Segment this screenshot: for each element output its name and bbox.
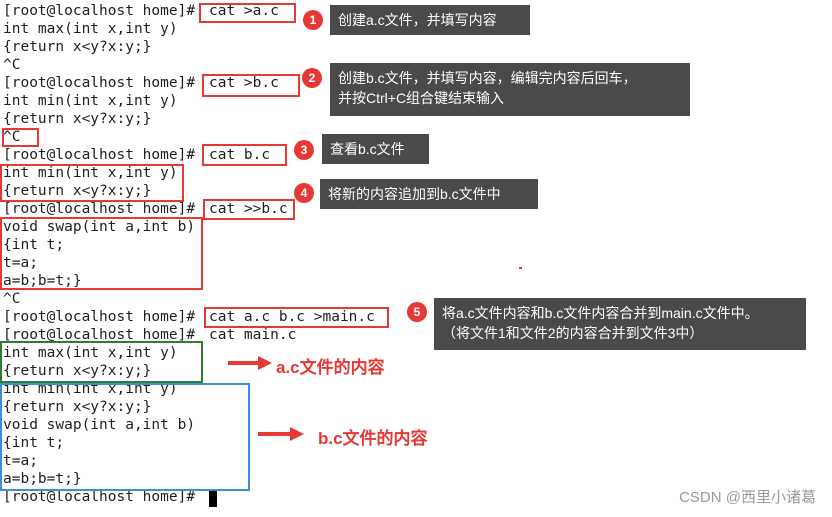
callout-step-1: 创建a.c文件，并填写内容	[330, 5, 530, 35]
output-line: int min(int x,int y)	[3, 165, 178, 181]
callout-step-3: 查看b.c文件	[322, 134, 429, 164]
output-line: {return x<y?x:y;}	[3, 111, 152, 127]
prompt: [root@localhost home]#	[3, 75, 196, 91]
output-line: int min(int x,int y)	[3, 93, 178, 109]
callout-step-4: 将新的内容追加到b.c文件中	[320, 179, 538, 209]
step-badge-2: 2	[302, 68, 322, 88]
callout-text: 将新的内容追加到b.c文件中	[328, 186, 501, 202]
output-line: a=b;b=t;}	[3, 471, 82, 487]
output-line: t=a;	[3, 255, 38, 271]
callout-text: 并按Ctrl+C组合键结束输入	[338, 90, 505, 106]
highlight-box-cmd-1	[199, 3, 296, 23]
watermark: CSDN @西里小诸葛	[679, 489, 816, 506]
output-line: {return x<y?x:y;}	[3, 363, 152, 379]
output-line: ^C	[3, 129, 21, 145]
output-line: {return x<y?x:y;}	[3, 183, 152, 199]
callout-text: 将a.c文件内容和b.c文件内容合并到main.c文件中。	[442, 305, 759, 321]
command-text: cat a.c b.c >main.c	[209, 309, 375, 325]
prompt: [root@localhost home]#	[3, 201, 196, 217]
highlight-box-cmd-3	[202, 144, 287, 166]
callout-step-5: 将a.c文件内容和b.c文件内容合并到main.c文件中。 （将文件1和文件2的…	[434, 298, 806, 350]
highlight-box-bc-merged	[0, 383, 250, 491]
output-line: {int t;	[3, 237, 65, 253]
highlight-box-cmd-2	[202, 74, 300, 97]
output-line: ^C	[3, 57, 21, 73]
arrow-right-icon	[228, 356, 272, 370]
command-text: cat main.c	[209, 327, 297, 343]
command-text: cat b.c	[209, 147, 271, 163]
output-line: void swap(int a,int b)	[3, 219, 196, 235]
prompt: [root@localhost home]#	[3, 309, 196, 325]
highlight-box-cmd-5	[204, 307, 389, 328]
bc-content-label: b.c文件的内容	[318, 429, 428, 448]
output-line: int max(int x,int y)	[3, 21, 178, 37]
output-line: {return x<y?x:y;}	[3, 399, 152, 415]
arrow-right-icon	[258, 427, 304, 441]
stray-mark	[519, 267, 522, 269]
highlight-box-appended	[0, 217, 203, 290]
callout-text: 创建a.c文件，并填写内容	[338, 12, 497, 28]
prompt: [root@localhost home]#	[3, 489, 196, 505]
output-line: int min(int x,int y)	[3, 381, 178, 397]
step-badge-4: 4	[294, 183, 314, 203]
prompt: [root@localhost home]#	[3, 3, 196, 19]
output-line: int max(int x,int y)	[3, 345, 178, 361]
output-line: void swap(int a,int b)	[3, 417, 196, 433]
output-line: {return x<y?x:y;}	[3, 39, 152, 55]
output-line: {int t;	[3, 435, 65, 451]
highlight-box-bc-content	[0, 164, 184, 202]
output-line: ^C	[3, 291, 21, 307]
output-line: a=b;b=t;}	[3, 273, 82, 289]
ac-content-label: a.c文件的内容	[276, 358, 385, 377]
highlight-box-cmd-4	[203, 199, 295, 220]
terminal-cursor	[209, 491, 217, 507]
highlight-box-ctrl-c	[2, 128, 39, 147]
callout-text: 创建b.c文件，并填写内容，编辑完内容后回车，	[338, 70, 637, 86]
step-badge-1: 1	[303, 10, 323, 30]
callout-text: 查看b.c文件	[330, 141, 405, 157]
output-line: t=a;	[3, 453, 38, 469]
command-text: cat >>b.c	[209, 201, 288, 217]
step-badge-3: 3	[294, 140, 314, 160]
callout-text: （将文件1和文件2的内容合并到文件3中）	[442, 325, 704, 341]
callout-step-2: 创建b.c文件，并填写内容，编辑完内容后回车， 并按Ctrl+C组合键结束输入	[330, 63, 690, 116]
step-badge-5: 5	[407, 302, 427, 322]
command-text: cat >b.c	[209, 75, 279, 91]
prompt: [root@localhost home]#	[3, 327, 196, 343]
command-text: cat >a.c	[209, 3, 279, 19]
highlight-box-ac-content	[0, 341, 203, 383]
prompt: [root@localhost home]#	[3, 147, 196, 163]
